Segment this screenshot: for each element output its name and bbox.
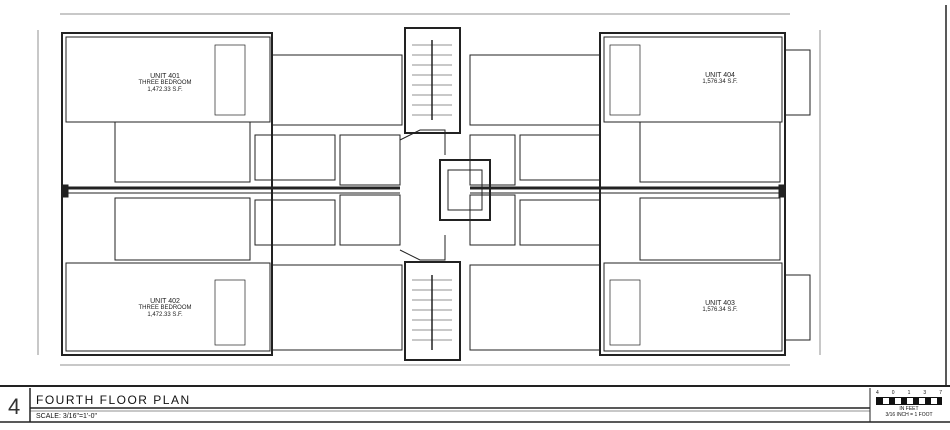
unit-404-label: UNIT 404 1,576.34 S.F.: [675, 72, 765, 86]
elevator-cab: [447, 169, 483, 211]
balcony-403: [784, 274, 811, 341]
stair-north: [404, 27, 461, 134]
graphic-scale-bar: 4 0 1 3 7 IN FEET 3/16 INCH = 1 FOOT: [872, 390, 946, 420]
unit-type: THREE BEDROOM: [138, 305, 192, 311]
title-block-frame: [0, 388, 950, 423]
sheet-number: 4: [8, 394, 21, 419]
scale-tick: 0: [891, 390, 895, 396]
unit-name: UNIT 404: [705, 72, 735, 79]
unit-name: UNIT 401: [150, 73, 180, 80]
unit-403-living: [603, 262, 783, 352]
elevator-shaft: [439, 159, 491, 221]
kitchen-403: [609, 279, 641, 346]
drawing-title: FOURTH FLOOR PLAN: [36, 393, 191, 407]
unit-type: THREE BEDROOM: [138, 80, 192, 86]
scale-bar-graphic: [876, 397, 942, 405]
scale-tick: 4: [876, 390, 879, 396]
kitchen-404: [609, 44, 641, 116]
unit-area: 1,576.34 S.F.: [702, 79, 738, 85]
unit-401-label: UNIT 401 THREE BEDROOM 1,472.33 S.F.: [120, 73, 210, 94]
scale-units: IN FEET: [899, 406, 919, 412]
unit-402-label: UNIT 402 THREE BEDROOM 1,472.33 S.F.: [120, 298, 210, 319]
kitchen-401: [214, 44, 246, 116]
kitchen-402: [214, 279, 246, 346]
primary-bedroom-403: [639, 197, 781, 261]
stair-south: [404, 261, 461, 361]
unit-403-label: UNIT 403 1,576.34 S.F.: [675, 300, 765, 314]
scale-tick: 7: [939, 390, 942, 396]
unit-area: 1,472.33 S.F.: [147, 312, 183, 318]
scale-ratio: 3/16 INCH = 1 FOOT: [885, 412, 933, 418]
primary-bedroom-404: [639, 121, 781, 183]
unit-name: UNIT 402: [150, 298, 180, 305]
primary-bedroom-402: [114, 197, 251, 261]
unit-area: 1,576.34 S.F.: [702, 307, 738, 313]
unit-name: UNIT 403: [705, 300, 735, 307]
floor-plan-drawing: [0, 5, 950, 387]
primary-bedroom-401: [114, 121, 251, 183]
scale-tick: 1: [907, 390, 911, 396]
scale-tick: 3: [923, 390, 927, 396]
unit-area: 1,472.33 S.F.: [147, 87, 183, 93]
title-block: 4 FOURTH FLOOR PLAN SCALE: 3/16"=1'-0" 4…: [0, 388, 950, 430]
balcony-404: [784, 49, 811, 116]
drawing-scale: SCALE: 3/16"=1'-0": [36, 413, 97, 420]
unit-402-living: [65, 262, 271, 352]
